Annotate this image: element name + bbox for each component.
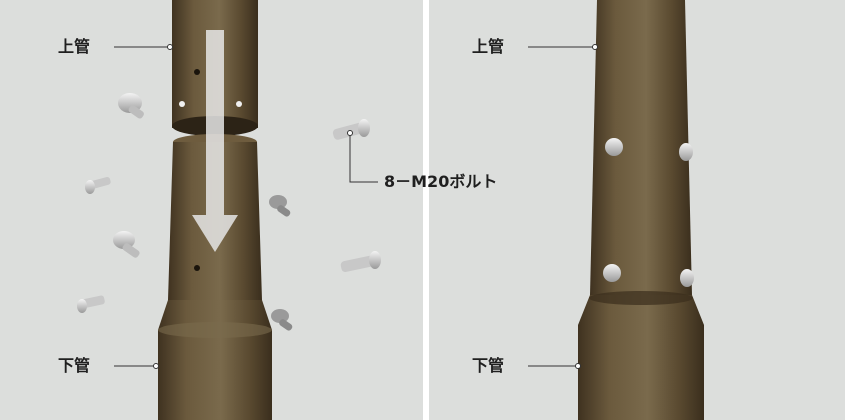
- bolt-icon: [77, 295, 105, 313]
- right-lower-pipe-base: [578, 295, 704, 420]
- bolt-icon: [679, 143, 693, 161]
- bolt-icon: [603, 264, 621, 282]
- bolt-icon: [271, 309, 293, 331]
- bolt-callout-leader: [347, 130, 378, 183]
- bolt-icon: [605, 138, 623, 156]
- bolt-icon: [340, 251, 381, 273]
- left-upper-pipe-label: 上管: [58, 37, 91, 56]
- bolt-icon: [118, 93, 144, 119]
- right-lower-leader: [528, 363, 581, 369]
- bolt-icon: [269, 195, 291, 217]
- right-joint-seam: [589, 291, 693, 305]
- left-base-rim: [158, 322, 272, 338]
- bolt-icon: [113, 231, 140, 258]
- right-upper-pipe-label: 上管: [472, 37, 505, 56]
- down-arrow-icon: [192, 30, 238, 252]
- bolt-icon: [680, 269, 694, 287]
- left-lower-pipe-base: [158, 300, 272, 420]
- bolt-hole: [179, 101, 185, 107]
- bolt-callout-label: 8－M20ボルト: [384, 172, 498, 191]
- bolt-hole: [236, 101, 242, 107]
- left-upper-leader: [114, 44, 173, 50]
- left-lower-leader: [114, 363, 159, 369]
- bolt-hole: [194, 265, 200, 271]
- panel-divider: [423, 0, 429, 420]
- right-lower-pipe-label: 下管: [472, 356, 505, 375]
- left-lower-pipe-label: 下管: [58, 356, 91, 375]
- right-joined-pipe: [590, 0, 692, 295]
- bolt-icon: [85, 176, 111, 194]
- right-upper-leader: [528, 44, 598, 50]
- bolt-hole: [194, 69, 200, 75]
